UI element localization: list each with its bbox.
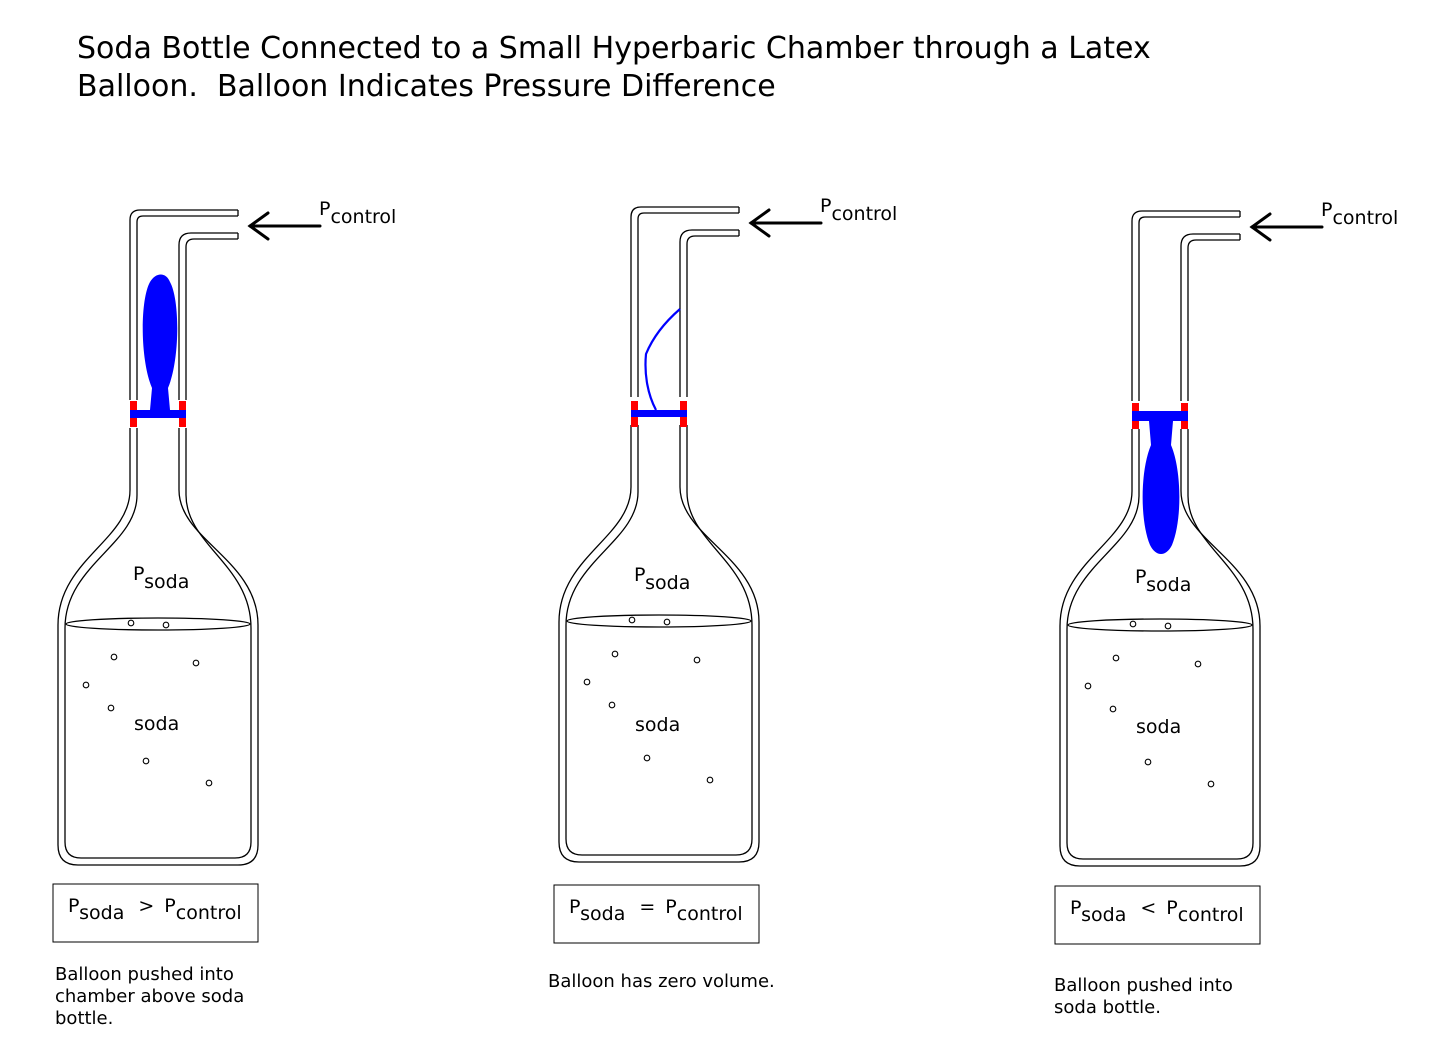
balloon-3 xyxy=(1142,421,1180,554)
title-line-1: Soda Bottle Connected to a Small Hyperba… xyxy=(77,31,1151,66)
bottle-2 xyxy=(558,206,760,863)
relation-box-1 xyxy=(52,883,259,943)
pressure-arrow-2 xyxy=(748,208,823,238)
relation-text-3: Psoda<Pcontrol xyxy=(1070,897,1244,926)
caption-1-line-2: chamber above soda xyxy=(55,986,245,1007)
bottle-3 xyxy=(1059,210,1261,867)
relation-box-2 xyxy=(553,884,760,944)
p-control-label-2: Pcontrol xyxy=(820,195,897,225)
p-soda-label-2: Psoda xyxy=(634,564,690,594)
panel-1: Pcontrol Psoda soda Psoda>Pcontrol xyxy=(52,198,396,943)
caption-panel-2: Balloon has zero volume. xyxy=(548,971,775,993)
title-line-2: Balloon. Balloon Indicates Pressure Diff… xyxy=(77,69,776,104)
panel-2: Pcontrol Psoda soda Psoda=Pcontrol xyxy=(553,195,897,944)
pressure-arrow-1 xyxy=(247,211,322,241)
balloon-membrane-1 xyxy=(130,410,186,418)
p-soda-label-3: Psoda xyxy=(1135,566,1191,596)
caption-panel-3: Balloon pushed into soda bottle. xyxy=(1054,975,1233,1019)
caption-1-line-3: bottle. xyxy=(55,1008,114,1029)
p-soda-label-1: Psoda xyxy=(133,563,189,593)
p-control-label-3: Pcontrol xyxy=(1321,199,1398,229)
p-control-label-1: Pcontrol xyxy=(319,198,396,228)
caption-1-line-1: Balloon pushed into xyxy=(55,964,234,985)
relation-text-1: Psoda>Pcontrol xyxy=(68,895,242,924)
bubbles-2 xyxy=(583,616,714,784)
bubbles-3 xyxy=(1084,620,1215,788)
bottle-1 xyxy=(57,209,259,866)
soda-label-2: soda xyxy=(635,714,680,736)
bubbles-1 xyxy=(82,619,213,787)
balloon-membrane-3 xyxy=(1132,411,1188,421)
caption-3-line-2: soda bottle. xyxy=(1054,997,1161,1018)
balloon-1 xyxy=(142,274,178,410)
pressure-arrow-3 xyxy=(1249,212,1324,242)
soda-label-3: soda xyxy=(1136,716,1181,738)
relation-box-3 xyxy=(1054,885,1261,945)
relation-text-2: Psoda=Pcontrol xyxy=(569,896,743,925)
caption-2-line-1: Balloon has zero volume. xyxy=(548,971,775,992)
balloon-membrane-2 xyxy=(631,410,687,417)
diagram-title: Soda Bottle Connected to a Small Hyperba… xyxy=(77,30,1277,106)
panel-3: Pcontrol Psoda soda Psoda<Pcontrol xyxy=(1054,199,1398,945)
caption-3-line-1: Balloon pushed into xyxy=(1054,975,1233,996)
caption-panel-1: Balloon pushed into chamber above soda b… xyxy=(55,964,244,1030)
balloon-2-collapsed xyxy=(644,308,681,411)
soda-label-1: soda xyxy=(134,713,179,735)
